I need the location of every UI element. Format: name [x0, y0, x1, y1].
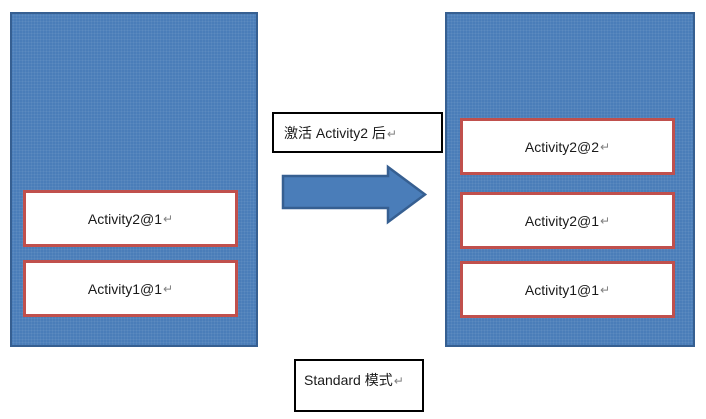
- paragraph-return-mark: ↵: [386, 127, 397, 141]
- paragraph-return-mark: ↵: [600, 282, 611, 297]
- paragraph-return-mark: ↵: [393, 374, 404, 388]
- activity-card: Activity2@1↵: [460, 192, 675, 249]
- activity-label: Activity2@1: [524, 212, 600, 229]
- activity-card: Activity2@1↵: [23, 190, 238, 247]
- activity-card: Activity2@2↵: [460, 118, 675, 175]
- activity-label: Activity1@1: [524, 281, 600, 298]
- mode-label-box: Standard 模式↵: [294, 359, 424, 412]
- transition-label: 激活 Activity2 后: [284, 125, 386, 141]
- paragraph-return-mark: ↵: [163, 211, 174, 226]
- paragraph-return-mark: ↵: [600, 213, 611, 228]
- task-stack-before: Activity2@1↵ Activity1@1↵: [10, 12, 258, 347]
- activity-label: Activity2@1: [87, 210, 163, 227]
- paragraph-return-mark: ↵: [600, 139, 611, 154]
- task-stack-after: Activity2@2↵ Activity2@1↵ Activity1@1↵: [445, 12, 695, 347]
- activity-card: Activity1@1↵: [460, 261, 675, 318]
- transition-label-box: 激活 Activity2 后↵: [272, 112, 443, 153]
- activity-label: Activity2@2: [524, 138, 600, 155]
- right-arrow-icon: [281, 164, 428, 225]
- activity-card: Activity1@1↵: [23, 260, 238, 317]
- paragraph-return-mark: ↵: [163, 281, 174, 296]
- mode-label: Standard 模式: [304, 372, 393, 388]
- activity-label: Activity1@1: [87, 280, 163, 297]
